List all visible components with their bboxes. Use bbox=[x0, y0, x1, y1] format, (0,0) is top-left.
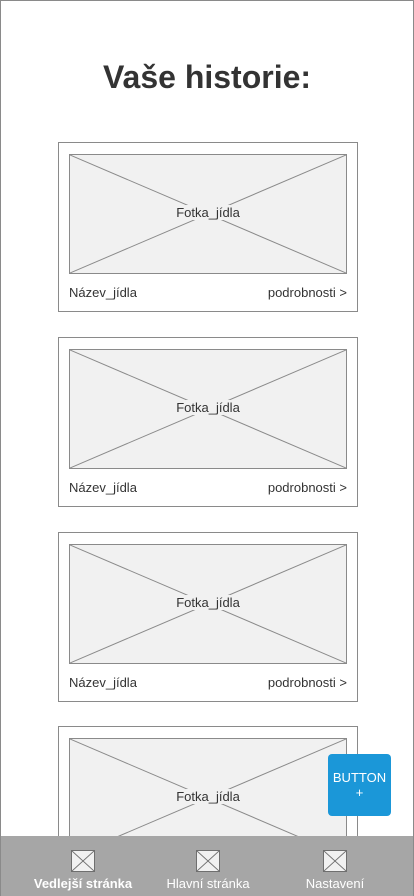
add-button-label: BUTTON bbox=[332, 770, 387, 785]
image-placeholder-icon bbox=[71, 850, 95, 872]
page-title: Vaše historie: bbox=[102, 59, 312, 95]
nav-label: Nastavení bbox=[305, 876, 365, 891]
food-name: Název_jídla bbox=[69, 480, 137, 495]
history-card[interactable]: Fotka_jídla Název_jídla podrobnosti > bbox=[58, 532, 358, 702]
history-card[interactable]: Fotka_jídla Název_jídla podrobnosti > bbox=[58, 142, 358, 312]
photo-label: Fotka_jídla bbox=[174, 789, 242, 804]
nav-item-main-page[interactable]: Hlavní stránka bbox=[143, 850, 273, 891]
plus-icon: + bbox=[355, 785, 364, 800]
food-photo-placeholder: Fotka_jídla bbox=[69, 544, 347, 664]
nav-label: Hlavní stránka bbox=[166, 876, 250, 891]
food-name: Název_jídla bbox=[69, 675, 137, 690]
details-link[interactable]: podrobnosti > bbox=[267, 675, 347, 690]
nav-item-settings[interactable]: Nastavení bbox=[270, 850, 400, 891]
photo-label: Fotka_jídla bbox=[174, 205, 242, 220]
food-photo-placeholder: Fotka_jídla bbox=[69, 349, 347, 469]
photo-label: Fotka_jídla bbox=[174, 400, 242, 415]
nav-item-secondary-page[interactable]: Vedlejší stránka bbox=[18, 850, 148, 891]
details-link[interactable]: podrobnosti > bbox=[267, 480, 347, 495]
image-placeholder-icon bbox=[196, 850, 220, 872]
photo-label: Fotka_jídla bbox=[174, 595, 242, 610]
image-placeholder-icon bbox=[323, 850, 347, 872]
food-name: Název_jídla bbox=[69, 285, 137, 300]
food-photo-placeholder: Fotka_jídla bbox=[69, 154, 347, 274]
bottom-navigation: Vedlejší stránka Hlavní stránka Nastaven… bbox=[1, 836, 413, 896]
nav-label: Vedlejší stránka bbox=[33, 876, 133, 891]
add-button[interactable]: BUTTON + bbox=[328, 754, 391, 816]
history-card[interactable]: Fotka_jídla Název_jídla podrobnosti > bbox=[58, 337, 358, 507]
details-link[interactable]: podrobnosti > bbox=[267, 285, 347, 300]
